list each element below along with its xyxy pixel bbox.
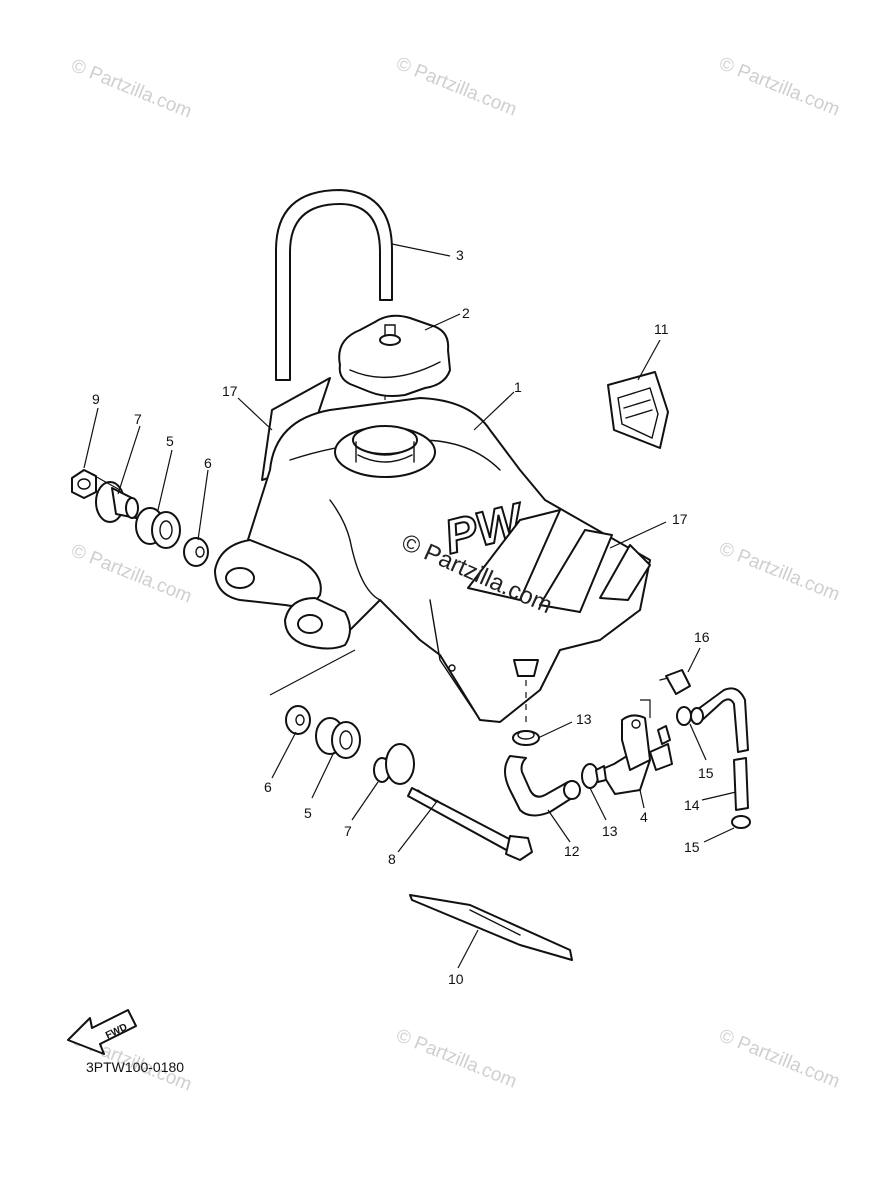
callout-4: 4 bbox=[640, 809, 648, 825]
watermark-bottom-right: © Partzilla.com bbox=[716, 1025, 843, 1092]
diagram-code: 3PTW100-0180 bbox=[86, 1059, 185, 1075]
callout-7-upper: 7 bbox=[134, 411, 142, 427]
callout-10: 10 bbox=[448, 971, 464, 987]
part-13-clip-upper bbox=[512, 730, 540, 746]
callout-16: 16 bbox=[694, 629, 710, 645]
callout-15-lower: 15 bbox=[684, 839, 700, 855]
callout-6-upper: 6 bbox=[204, 455, 212, 471]
callout-2: 2 bbox=[462, 305, 470, 321]
part-7-collar-upper bbox=[95, 481, 139, 523]
callout-17-left: 17 bbox=[222, 383, 238, 399]
part-7-collar-lower bbox=[373, 743, 415, 785]
callout-numbers: 3 2 1 17 9 7 5 6 11 17 16 13 15 14 15 4 … bbox=[92, 247, 714, 987]
assembly-lines bbox=[83, 396, 651, 718]
part-6-washer-upper bbox=[183, 537, 209, 567]
part-5-damper-lower bbox=[315, 717, 361, 759]
part-2-fuel-cap bbox=[338, 314, 451, 397]
callout-14: 14 bbox=[684, 797, 700, 813]
callout-17-right: 17 bbox=[672, 511, 688, 527]
part-15-clip-lower bbox=[731, 815, 751, 829]
callout-13-upper: 13 bbox=[576, 711, 592, 727]
part-5-damper-upper bbox=[135, 507, 181, 549]
callout-11: 11 bbox=[654, 321, 669, 337]
callout-12: 12 bbox=[564, 843, 580, 859]
watermark-mid-right: © Partzilla.com bbox=[716, 538, 843, 605]
callout-5-lower: 5 bbox=[304, 805, 312, 821]
callout-7-lower: 7 bbox=[344, 823, 352, 839]
part-15-clip-upper bbox=[676, 706, 692, 726]
watermark-bottom-center: © Partzilla.com bbox=[393, 1025, 520, 1092]
part-4-fuel-cock bbox=[595, 714, 673, 795]
part-12-fuel-hose bbox=[504, 755, 581, 817]
callout-5-upper: 5 bbox=[166, 433, 174, 449]
watermark-top-right: © Partzilla.com bbox=[716, 53, 843, 120]
callout-15-upper: 15 bbox=[698, 765, 714, 781]
callout-13-lower: 13 bbox=[602, 823, 618, 839]
callout-8: 8 bbox=[388, 851, 396, 867]
watermark-top-center: © Partzilla.com bbox=[393, 53, 520, 120]
part-10-pad bbox=[409, 894, 573, 961]
part-17-decal-right bbox=[467, 509, 651, 613]
callout-3: 3 bbox=[456, 247, 464, 263]
leader-lines bbox=[83, 243, 737, 969]
part-1-fuel-tank: PW bbox=[214, 397, 651, 723]
tank-outlet bbox=[513, 659, 539, 722]
watermark-mid-left: © Partzilla.com bbox=[68, 540, 195, 607]
part-13-clip-lower bbox=[581, 763, 599, 789]
part-14-vent-hose bbox=[690, 687, 749, 811]
callout-9: 9 bbox=[92, 391, 100, 407]
part-16-screw bbox=[659, 669, 691, 695]
callout-6-lower: 6 bbox=[264, 779, 272, 795]
part-11-bracket bbox=[607, 371, 669, 449]
part-6-washer-lower bbox=[285, 705, 311, 735]
callout-1: 1 bbox=[514, 379, 522, 395]
part-3-breather-hose bbox=[275, 189, 393, 381]
watermark-top-left: © Partzilla.com bbox=[68, 55, 195, 122]
